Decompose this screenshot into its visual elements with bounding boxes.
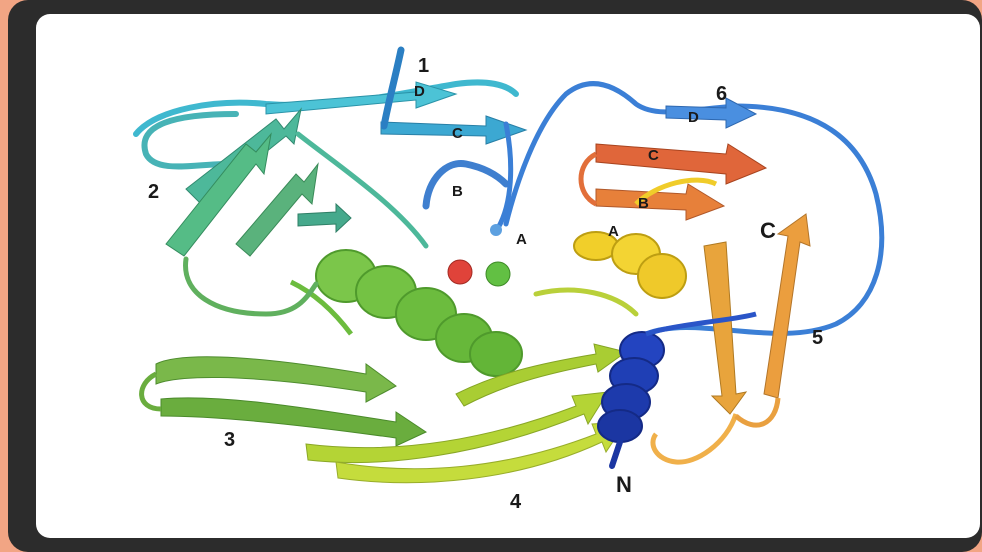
label-right-A: A bbox=[608, 223, 619, 240]
blue-hook-B bbox=[426, 163, 506, 206]
teal-strand-2c bbox=[236, 164, 318, 256]
label-right-D: D bbox=[688, 109, 699, 126]
label-right-C: C bbox=[648, 147, 659, 164]
label-left-C: C bbox=[452, 125, 463, 142]
label-left-B: B bbox=[452, 183, 463, 200]
label-strand-2: 2 bbox=[148, 181, 159, 203]
metal-ion-green-icon bbox=[486, 262, 510, 286]
red-orange-strand-C bbox=[596, 144, 766, 184]
cyan-strand-D bbox=[266, 82, 456, 114]
teal-loop-center bbox=[298, 134, 426, 246]
label-strand-4: 4 bbox=[510, 491, 522, 513]
label-strand-6: 6 bbox=[716, 83, 727, 105]
label-strand-1: 1 bbox=[418, 55, 429, 77]
label-strand-5: 5 bbox=[812, 327, 823, 349]
metal-ion-red-icon bbox=[448, 260, 472, 284]
label-n-terminus: N bbox=[616, 472, 632, 497]
label-strand-3: 3 bbox=[224, 429, 235, 451]
green-strand-3a bbox=[156, 357, 396, 402]
blue-tail-tip bbox=[490, 224, 502, 236]
teal-small-strand bbox=[298, 204, 351, 232]
green-strand-3b bbox=[161, 398, 426, 446]
label-left-D: D bbox=[414, 83, 425, 100]
window-frame: 1 D C 6 D 2 C B B A A C 5 3 N 4 bbox=[8, 0, 982, 552]
orange-loop-bottom bbox=[653, 414, 736, 462]
label-left-A: A bbox=[516, 231, 527, 248]
blue-strand-D-right bbox=[666, 98, 756, 128]
label-c-terminus: C bbox=[760, 218, 776, 243]
teal-loop-left bbox=[144, 114, 236, 167]
yellow-green-loop bbox=[536, 290, 636, 314]
orange-loop bbox=[581, 154, 596, 204]
image-panel: 1 D C 6 D 2 C B B A A C 5 3 N 4 bbox=[36, 14, 980, 538]
blue-strand-1 bbox=[384, 50, 401, 126]
orange-loop-right bbox=[736, 398, 778, 425]
label-right-B: B bbox=[638, 195, 649, 212]
protein-ribbon-diagram: 1 D C 6 D 2 C B B A A C 5 3 N 4 bbox=[36, 14, 980, 538]
